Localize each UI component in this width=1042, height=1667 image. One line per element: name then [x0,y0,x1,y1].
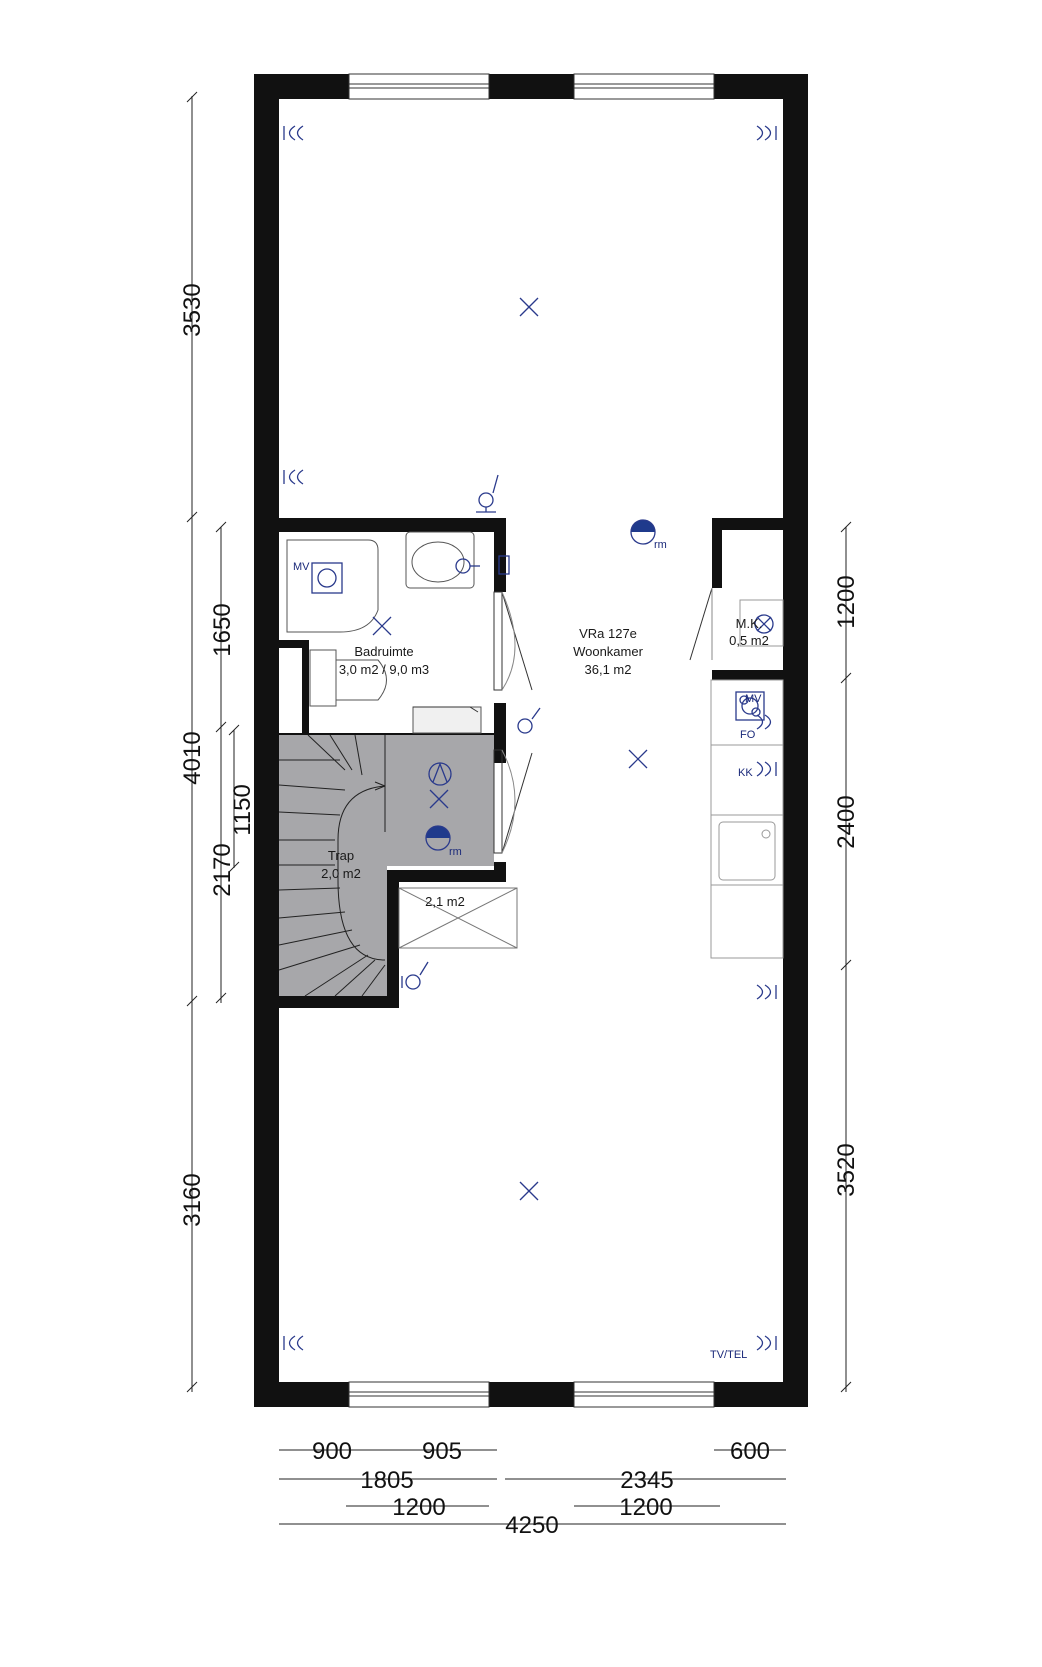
dim-left-1: 3530 [179,283,206,336]
dim-bottom-total: 4250 [505,1512,558,1539]
rm-living-label: rm [654,539,667,551]
living-code: VRa 127e [579,626,637,641]
staircase [278,734,494,997]
doors [493,587,713,854]
fo-label: FO [740,729,756,741]
dim-bottom-1200a: 1200 [392,1494,445,1521]
stairs-name: Trap [328,848,354,863]
mv-kitchen-label: MV [745,693,762,705]
meter-cupboard-name: M.K. [736,616,763,631]
mv-bath-label: MV [293,561,310,573]
dim-bottom-900: 900 [312,1438,352,1465]
bathroom-area: 3,0 m2 / 9,0 m3 [339,662,429,677]
socket-symbols [283,125,777,1351]
dim-left-2: 4010 [179,731,206,784]
bathroom-name: Badruimte [354,644,413,659]
landing-area-label: 2,1 m2 [425,894,465,909]
kk-label: KK [738,767,753,779]
stairs-area: 2,0 m2 [321,866,361,881]
dimension-lines [186,91,852,1525]
dim-bottom-1200b: 1200 [619,1494,672,1521]
living-area: 36,1 m2 [585,662,632,677]
dim-right-2: 2400 [833,795,860,848]
light-points [372,297,648,1201]
smoke-detectors [425,519,656,851]
exterior-walls [254,74,808,1407]
meter-cupboard-area: 0,5 m2 [729,633,769,648]
dim-left-3: 3160 [179,1173,206,1226]
dim-right-1: 1200 [833,575,860,628]
dim-left-inner-2: 1150 [229,784,256,836]
dim-left-inner-3: 2170 [209,843,236,896]
dim-left-inner-1: 1650 [209,603,236,656]
kitchen [710,599,784,959]
landing-area [398,887,518,949]
dim-right-3: 3520 [833,1143,860,1196]
bathroom-fixtures [286,531,482,734]
tvtel-label: TV/TEL [710,1349,747,1361]
dim-bottom-1805: 1805 [360,1467,413,1494]
windows [348,73,715,1408]
rm-hall-label: rm [449,846,462,858]
dim-bottom-2345: 2345 [620,1467,673,1494]
living-name: Woonkamer [573,644,644,659]
dim-bottom-600: 600 [730,1438,770,1465]
dim-bottom-905: 905 [422,1438,462,1465]
